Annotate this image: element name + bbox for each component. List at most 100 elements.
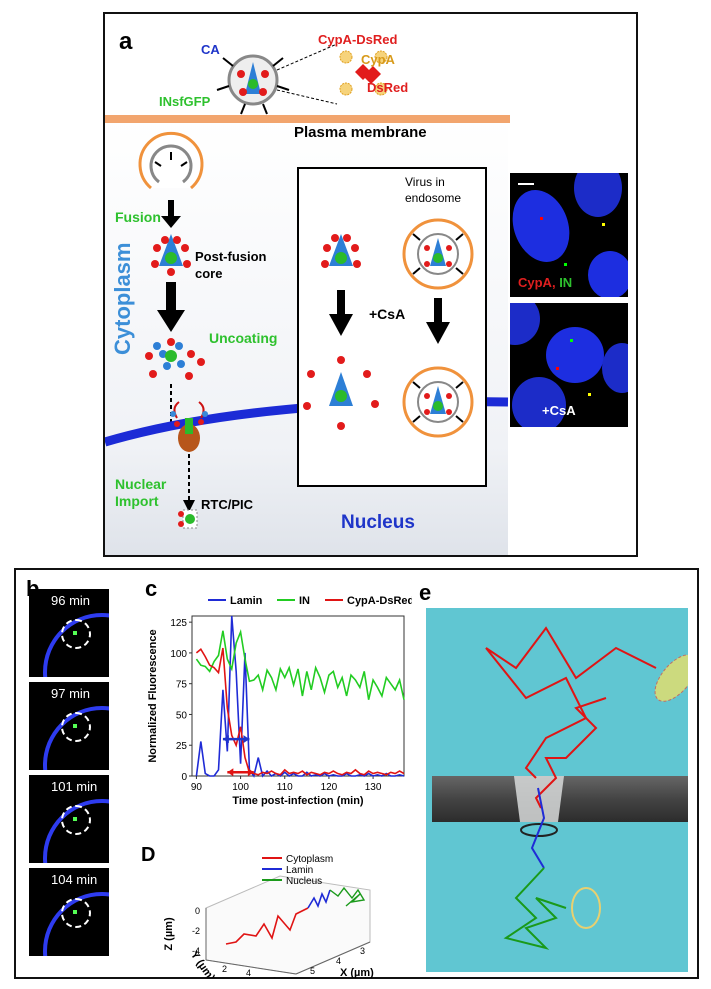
endosome-virus-icon <box>402 218 474 290</box>
micrograph-in-label: IN <box>559 275 573 290</box>
docked-core-icon <box>170 401 208 434</box>
trajectory-render-graphic <box>432 626 698 950</box>
uncoating-arrow <box>157 282 185 332</box>
frame-time-label: 104 min <box>51 872 98 887</box>
series-line-cypa-dsred <box>195 647 405 776</box>
post-fusion-core-icon <box>151 234 191 276</box>
csa-inset-box <box>297 167 487 487</box>
panel-a-diagram <box>105 43 510 555</box>
y-tick-label: 2 <box>222 964 227 974</box>
panel-e-letter: e <box>419 580 432 605</box>
insfgfp-label: INsfGFP <box>159 94 211 109</box>
cytoplasm-label: Cytoplasm <box>110 242 135 355</box>
micrograph-csa-label: +CsA <box>542 403 576 418</box>
virus-in-endosome-label: Virus in endosome <box>405 175 462 205</box>
panel-d-letter: D <box>141 844 156 866</box>
panel-a-letter: a <box>119 28 133 55</box>
fluorescence-line-chart: 90 100 110 120 130 0 25 50 75 100 125 Lamin IN CypA-D… <box>147 595 412 807</box>
y-tick-label: 4 <box>246 968 251 978</box>
rtc-pic-label: RTC/PIC <box>201 497 253 512</box>
x-tick-label: 110 <box>277 782 293 793</box>
x-tick-label: 3 <box>360 946 365 956</box>
x-axis-label: Time post-infection (min) <box>232 795 364 807</box>
y-tick-label: 50 <box>176 710 188 721</box>
x-tick-label: 90 <box>191 782 203 793</box>
trajectory-3d-plot: 0-2-4246543CytoplasmLaminNucleusZ (µm)Y … <box>163 854 374 978</box>
legend-entry: Cytoplasm <box>286 854 333 865</box>
legend-entry: Lamin <box>286 865 313 876</box>
scale-bar <box>518 183 534 185</box>
cytoplasm-trajectory <box>485 626 657 779</box>
micrograph-csa: +CsA <box>510 303 628 427</box>
legend-entry: Nucleus <box>286 876 322 887</box>
plasma-membrane <box>105 115 510 123</box>
x-axis-label: X (µm) <box>340 967 374 978</box>
micrograph-control: CypA, IN <box>510 173 628 297</box>
x-axis-line <box>295 941 371 975</box>
virion-cartoon <box>654 654 698 702</box>
legend-entry: CypA-DsRed <box>347 595 412 607</box>
x-tick-label: 100 <box>232 782 249 793</box>
frame-time-label: 97 min <box>51 686 91 701</box>
csa-left-arrow <box>329 290 353 336</box>
frame-time-label: 101 min <box>51 779 98 794</box>
micrograph-cypa-label: CypA, <box>518 275 556 290</box>
series-line-in <box>195 629 405 700</box>
panel-c-letter: c <box>145 576 158 601</box>
time-lapse-frame: 96 min <box>29 589 109 677</box>
csa-uncoated-core-icon <box>303 356 379 430</box>
x-tick-label: 130 <box>365 782 382 793</box>
nuclear-pore-icon <box>178 424 200 452</box>
y-axis-line <box>205 959 297 975</box>
time-lapse-frame: 104 min <box>29 868 109 956</box>
z-tick-label: -2 <box>192 926 200 936</box>
trajectory-nucleus <box>329 886 366 907</box>
trajectory-cytoplasm <box>225 907 309 945</box>
arrow-head <box>247 768 254 777</box>
csa-core-icon <box>321 234 361 268</box>
nucleus-label: Nucleus <box>341 512 415 533</box>
fusion-arrow <box>161 200 181 228</box>
z-tick-label: -4 <box>192 946 200 956</box>
time-lapse-frame: 97 min <box>29 682 109 770</box>
uncoating-label: Uncoating <box>209 330 278 346</box>
nuclear-import-label: Nuclear Import <box>115 476 167 509</box>
legend-entry: IN <box>299 595 310 607</box>
dsred-label: DsRed <box>367 80 409 95</box>
trajectory-render <box>426 608 698 972</box>
ca-label: CA <box>201 42 220 57</box>
fusion-label: Fusion <box>115 209 161 225</box>
uncoating-core-icon <box>145 338 205 380</box>
lamin-trajectory <box>530 787 546 869</box>
y-tick-label: 25 <box>176 741 188 752</box>
arrow-head <box>243 735 250 744</box>
arrow-head <box>227 768 234 777</box>
cypa-label: CypA <box>361 52 395 67</box>
y-tick-label: 0 <box>181 772 187 783</box>
legend-entry: Lamin <box>230 595 263 607</box>
nucleus-trajectory <box>503 867 567 950</box>
y-tick-label: 125 <box>170 618 187 629</box>
x-tick-label: 5 <box>310 966 315 976</box>
time-lapse-frame: 101 min <box>29 775 109 863</box>
arrow-head <box>222 735 229 744</box>
cypa-dsred-label: CypA-DsRed <box>318 32 398 47</box>
post-fusion-core-label: Post-fusion core <box>195 249 267 281</box>
rtc-cartoon <box>571 887 601 929</box>
z-axis-label: Z (µm) <box>163 917 175 951</box>
csa-treatment-label: +CsA <box>369 306 406 322</box>
plasma-membrane-label: Plasma membrane <box>294 124 427 141</box>
frame-time-label: 96 min <box>51 593 91 608</box>
endosome-virus-icon-2 <box>402 366 474 438</box>
cypa-dsred-schematic <box>276 43 388 105</box>
y-tick-label: 75 <box>176 680 188 691</box>
x-tick-label: 120 <box>321 782 338 793</box>
csa-right-arrow <box>426 298 450 344</box>
z-tick-label: 0 <box>195 906 200 916</box>
nuclear-pore-funnel <box>514 776 564 822</box>
rtc-pic-icon <box>178 509 198 529</box>
series-line-lamin <box>195 615 405 778</box>
y-axis-label: Normalized Fluorescence <box>147 629 159 762</box>
y-tick-label: 100 <box>170 649 187 660</box>
trajectory-lamin <box>307 889 331 909</box>
